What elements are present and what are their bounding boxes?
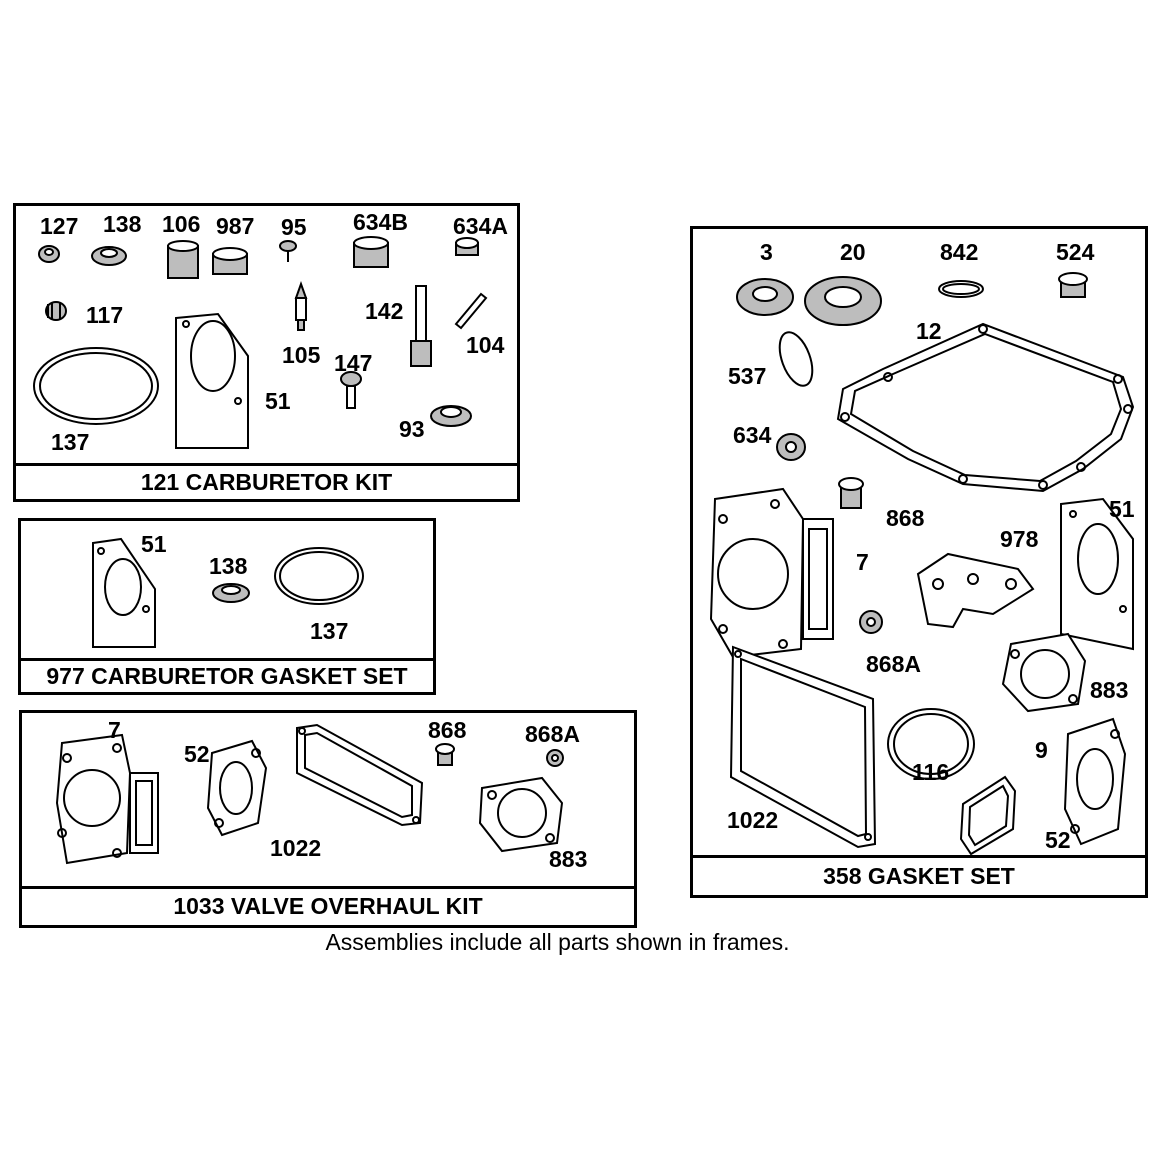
- carburetor-kit-frame: 127 138 106 987 95 634B 634A 117 142 104…: [13, 203, 520, 502]
- callout-12: 12: [916, 318, 942, 344]
- callout-105: 105: [282, 342, 321, 368]
- callout-137: 137: [51, 429, 90, 455]
- callout-138: 138: [103, 211, 142, 237]
- callout-1022: 1022: [270, 835, 322, 861]
- callout-147: 147: [334, 350, 373, 376]
- callout-52: 52: [184, 741, 210, 767]
- callout-978: 978: [1000, 526, 1039, 552]
- callout-52: 52: [1045, 827, 1071, 853]
- callout-51: 51: [1109, 496, 1135, 522]
- carburetor-gasket-set-title: 977 CARBURETOR GASKET SET: [21, 658, 433, 692]
- carburetor-gasket-parts-illustration: [92, 537, 364, 648]
- callout-883: 883: [549, 846, 588, 872]
- callout-3: 3: [760, 239, 773, 265]
- callout-104: 104: [466, 332, 505, 358]
- callout-868a: 868A: [525, 721, 580, 747]
- callout-7: 7: [856, 549, 869, 575]
- callout-883: 883: [1090, 677, 1129, 703]
- callout-142: 142: [365, 298, 404, 324]
- callout-537: 537: [728, 363, 767, 389]
- callout-524: 524: [1056, 239, 1095, 265]
- callout-116: 116: [912, 759, 950, 785]
- callout-51: 51: [141, 531, 167, 557]
- callout-127: 127: [40, 213, 79, 239]
- callout-634b: 634B: [353, 209, 408, 235]
- footnote-caption: Assemblies include all parts shown in fr…: [325, 929, 790, 955]
- callout-634a: 634A: [453, 213, 508, 239]
- callout-868: 868: [886, 505, 925, 531]
- callout-987: 987: [216, 213, 255, 239]
- callout-842: 842: [940, 239, 979, 265]
- carburetor-gasket-set-frame: 51 138 137 977 CARBURETOR GASKET SET: [18, 518, 436, 695]
- callout-51: 51: [265, 388, 291, 414]
- callout-117: 117: [86, 302, 124, 328]
- carburetor-kit-parts-illustration: [33, 236, 488, 449]
- gasket-set-title: 358 GASKET SET: [693, 855, 1145, 895]
- valve-overhaul-kit-title: 1033 VALVE OVERHAUL KIT: [22, 886, 634, 925]
- gasket-set-frame: 3 20 842 524 12 537 634 868 51 978 7 868…: [690, 226, 1148, 898]
- valve-overhaul-kit-frame: 7 52 868 868A 1022 883 1033 VALVE OVERHA…: [19, 710, 637, 928]
- carburetor-kit-title: 121 CARBURETOR KIT: [16, 463, 517, 499]
- gasket-set-parts-illustration: [709, 272, 1135, 856]
- callout-93: 93: [399, 416, 425, 442]
- callout-868a: 868A: [866, 651, 921, 677]
- callout-1022: 1022: [727, 807, 779, 833]
- callout-138: 138: [209, 553, 248, 579]
- callout-106: 106: [162, 211, 201, 237]
- callout-9: 9: [1035, 737, 1048, 763]
- valve-overhaul-parts-illustration: [55, 723, 564, 865]
- callout-95: 95: [281, 214, 307, 240]
- callout-7: 7: [108, 717, 121, 743]
- callout-137: 137: [310, 618, 349, 644]
- callout-20: 20: [840, 239, 866, 265]
- callout-868: 868: [428, 717, 467, 743]
- callout-634: 634: [733, 422, 772, 448]
